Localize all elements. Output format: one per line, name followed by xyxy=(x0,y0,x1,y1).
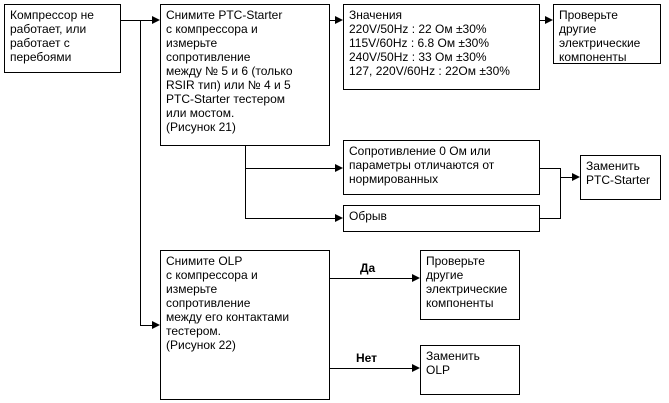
arrowhead-icon xyxy=(335,214,343,222)
connector-values-to-check xyxy=(540,20,545,21)
connector-merge-vertical xyxy=(560,168,561,219)
arrowhead-icon xyxy=(152,321,160,329)
connector-ptc-to-values xyxy=(330,20,335,21)
flow-box-check-other-components-bottom: Проверьте другие электрические компонент… xyxy=(420,250,520,320)
arrowhead-icon xyxy=(572,173,580,181)
arrowhead-icon xyxy=(412,364,420,372)
arrowhead-icon xyxy=(545,16,553,24)
flow-box-open-circuit: Обрыв xyxy=(343,205,540,232)
flow-box-replace-olp: Заменить OLP xyxy=(420,345,520,395)
connector-branch-to-olp xyxy=(140,325,152,326)
flow-box-remove-ptc-starter: Снимите PTC-Starter с компрессора и изме… xyxy=(160,4,330,146)
arrowhead-icon xyxy=(152,16,160,24)
edge-label-yes: Да xyxy=(360,261,376,275)
arrowhead-icon xyxy=(335,164,343,172)
flow-box-resistance-values: Значения 220V/50Hz : 22 Ом ±30% 115V/60H… xyxy=(343,4,540,90)
connector-olp-no xyxy=(330,368,412,369)
connector-open-circuit-out xyxy=(540,218,561,219)
connector-to-replace-ptc xyxy=(560,177,572,178)
arrowhead-icon xyxy=(335,16,343,24)
flow-box-replace-ptc-starter: Заменить PTC-Starter xyxy=(580,155,661,200)
flow-box-compressor-fault: Компрессор не работает, или работает с п… xyxy=(4,4,121,73)
arrowhead-icon xyxy=(412,274,420,282)
flow-box-resistance-mismatch: Сопротивление 0 Ом или параметры отличаю… xyxy=(343,140,540,195)
connector-olp-yes xyxy=(330,278,412,279)
connector-to-mismatch xyxy=(245,168,335,169)
edge-label-no: Нет xyxy=(356,351,378,365)
flow-box-check-other-components-top: Проверьте другие электрические компонент… xyxy=(553,4,661,64)
flow-box-remove-olp: Снимите OLP с компрессора и измерьте соп… xyxy=(160,250,330,400)
connector-branch-down xyxy=(140,20,141,326)
connector-ptc-branch-down xyxy=(245,146,246,218)
connector-mismatch-out xyxy=(540,168,561,169)
connector-to-open-circuit xyxy=(245,218,335,219)
connector-start-to-ptc xyxy=(121,20,152,21)
